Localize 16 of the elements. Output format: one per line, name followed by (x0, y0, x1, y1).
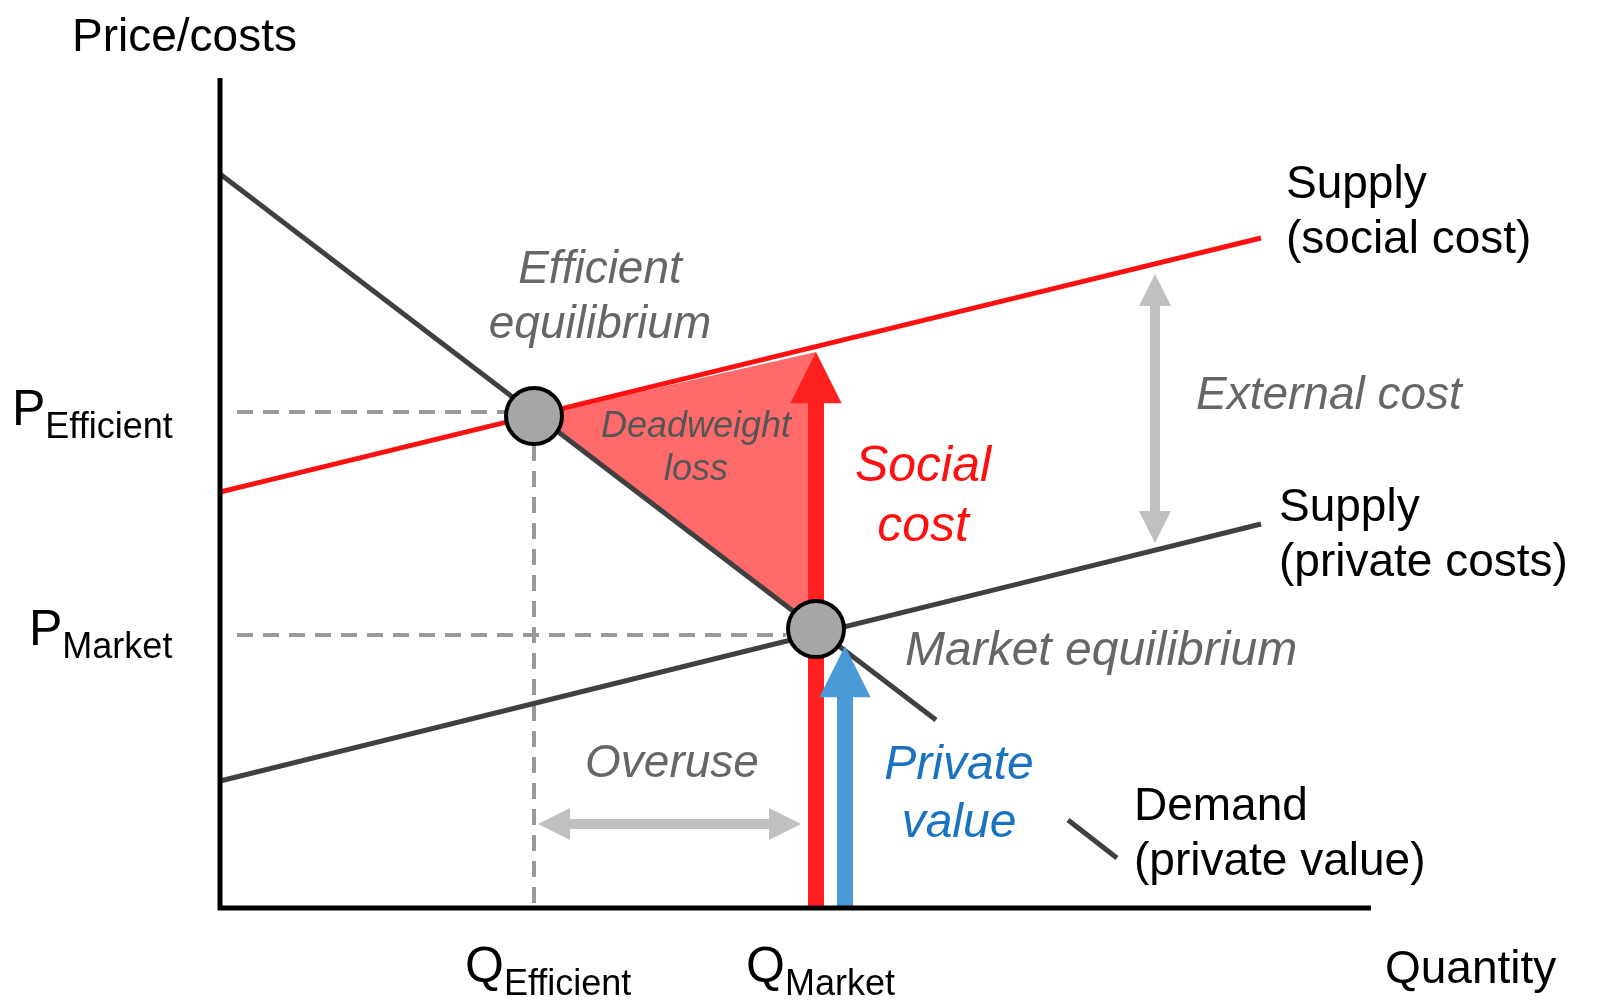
axis-label: Quantity (1385, 940, 1557, 995)
curve-label: Supply (private costs) (1279, 478, 1569, 589)
axis-tick-label: P$_{Efficient}$ (12, 379, 173, 438)
area-label: Deadweight loss (599, 403, 794, 490)
point-label: Market equilibrium (905, 621, 1298, 677)
axis-tick-label: Q$_{Efficient}$ (465, 936, 632, 995)
axis-tick-label: P$_{Market}$ (29, 599, 173, 658)
axis-tick-label: Q$_{Market}$ (746, 936, 895, 995)
curve-label: Supply (social cost) (1286, 155, 1533, 266)
annotation-text: Social cost (853, 435, 994, 554)
annotation-text: External cost (1196, 366, 1462, 421)
annotation-text: Overuse (585, 734, 759, 789)
annotation-text: Private value (883, 735, 1035, 849)
curve-label: Demand (private value) (1134, 777, 1427, 888)
axis-label: Price/costs (72, 8, 297, 63)
point-label: Efficient equilibrium (487, 240, 713, 351)
